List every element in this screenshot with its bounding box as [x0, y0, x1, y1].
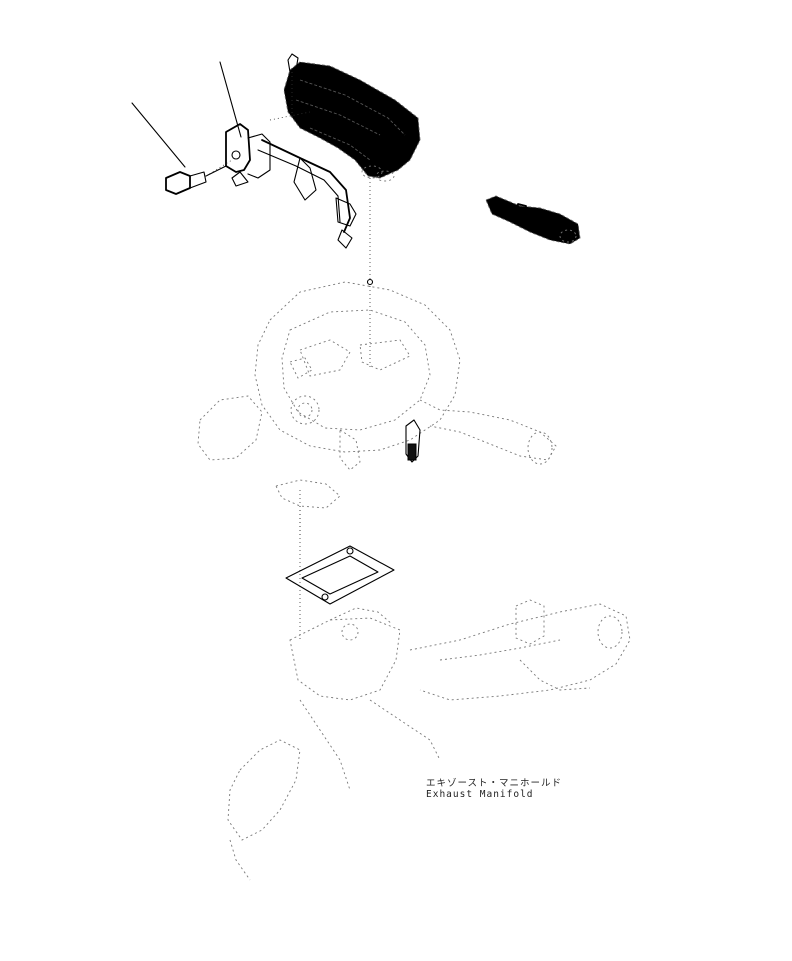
part-name-english: Exhaust Manifold: [426, 789, 534, 800]
bracket-assembly: [225, 111, 357, 249]
leader-lines: [131, 61, 242, 168]
part-name-japanese: エキゾースト・マニホールド: [426, 778, 563, 789]
bracket-plate: [225, 123, 251, 173]
bolt-head: [165, 171, 191, 195]
leader-line-bolt: [131, 102, 186, 168]
bracket-foot: [231, 171, 249, 187]
stud-fitting: [275, 479, 341, 536]
tube-clamp: [293, 157, 317, 201]
exhaust-manifold: [227, 599, 631, 881]
turbo-oil-fitting: [405, 419, 421, 463]
upper-manifold: [283, 53, 421, 182]
flange-bolt: [165, 159, 233, 195]
turbocharger: [197, 281, 557, 471]
stud-top: [287, 53, 299, 73]
gasket-outline: [285, 545, 395, 605]
sensor-part: [485, 195, 581, 245]
gasket: [285, 545, 395, 605]
